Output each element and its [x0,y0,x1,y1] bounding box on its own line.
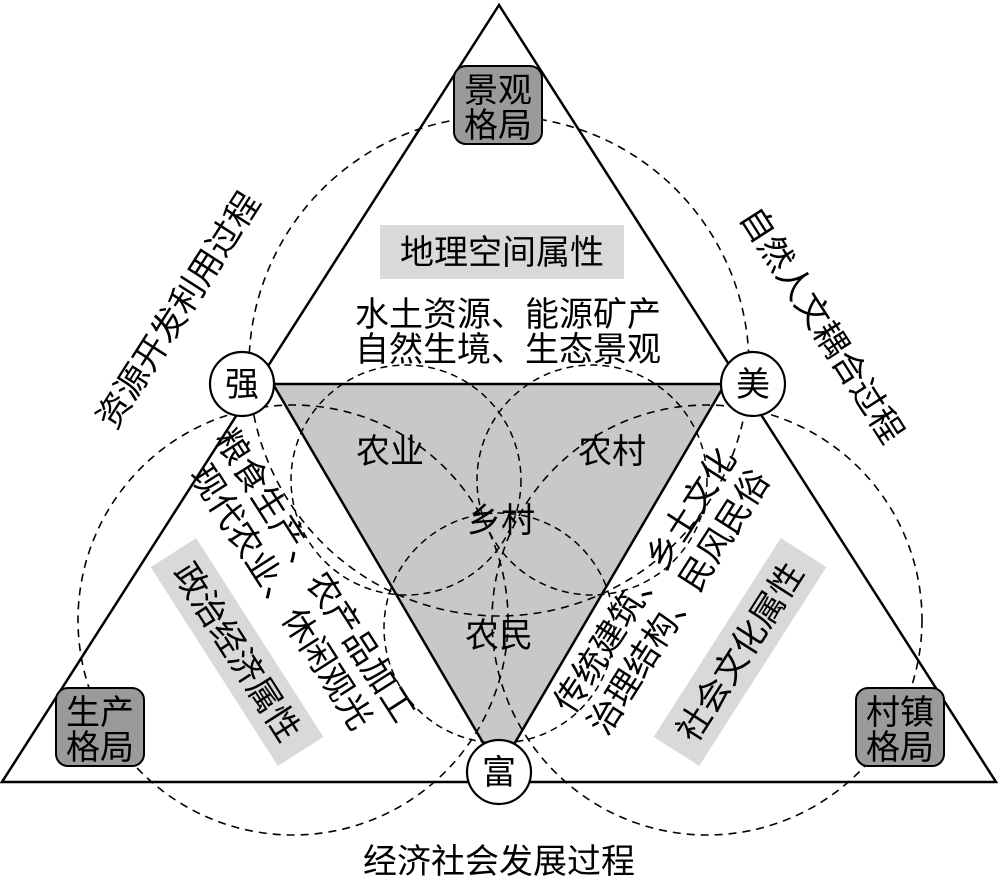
center-village: 农村 [578,432,646,472]
inner-triangle [270,382,728,773]
attr-box-top [380,225,624,279]
center-rural: 乡村 [467,501,535,541]
corner-top-line2: 格局 [464,106,532,146]
corner-left-line2: 格局 [66,728,134,768]
vertex-fu-circle [465,738,533,806]
vertex-fu: 富 [482,753,516,793]
vertex-qiang-circle [208,350,276,418]
corner-left-line1: 生产 [66,693,134,733]
corner-right-line2: 格局 [866,728,934,768]
corner-top-line1: 景观 [464,71,532,111]
left-process-circle [77,404,509,836]
vertex-mei: 美 [736,365,770,405]
right-process-circle [491,404,923,836]
corner-right-line1: 村镇 [866,693,934,733]
corner-box-left [55,687,145,767]
top-content-line1: 水土资源、能源矿产 [355,295,661,335]
venn-village-circle [476,364,708,596]
corner-box-right [855,687,945,767]
attr-top-label: 地理空间属性 [400,233,604,273]
center-agriculture: 农业 [356,432,424,472]
center-farmers: 农民 [465,616,533,656]
top-content-line2: 自然生境、生态景观 [355,330,661,370]
venn-agriculture-circle [290,364,522,596]
vertex-qiang: 强 [225,365,259,405]
attr-box-right [653,538,827,766]
attr-box-left [150,538,324,766]
vertex-mei-circle [719,350,787,418]
process-bottom: 经济社会发展过程 [363,842,635,882]
corner-box-top [453,65,543,145]
